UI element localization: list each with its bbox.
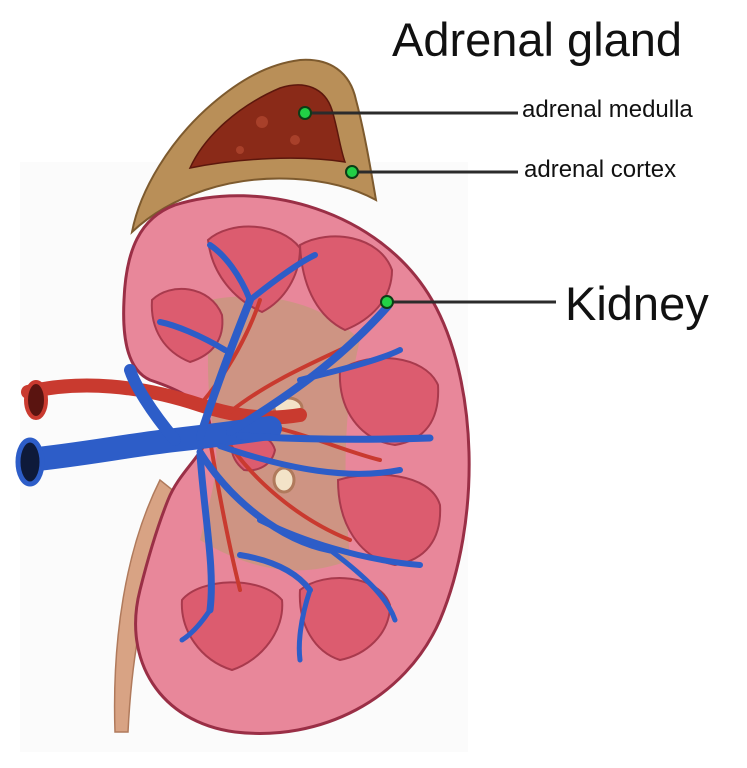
cortex-marker-dot bbox=[345, 165, 359, 179]
kidney-label: Kidney bbox=[565, 277, 709, 330]
pyramid bbox=[180, 581, 284, 672]
pyramid bbox=[298, 577, 392, 662]
pyramid bbox=[336, 473, 442, 567]
adrenal-medulla-tissue bbox=[188, 84, 347, 170]
vein-opening bbox=[15, 437, 45, 487]
kidney-marker-dot bbox=[380, 295, 394, 309]
adrenal-medulla-label: adrenal medulla bbox=[522, 96, 693, 123]
medulla-texture bbox=[256, 116, 268, 128]
adrenal-gland-title: Adrenal gland bbox=[392, 13, 683, 66]
medulla-marker-dot bbox=[298, 106, 312, 120]
artery-opening bbox=[24, 380, 48, 420]
pyramid bbox=[206, 225, 302, 314]
adrenal-gland bbox=[130, 58, 378, 235]
adrenal-cortex-label: adrenal cortex bbox=[524, 156, 677, 183]
pyramid bbox=[298, 235, 394, 332]
medulla-texture bbox=[236, 146, 244, 154]
pyramid bbox=[338, 357, 440, 447]
renal-papilla bbox=[272, 466, 296, 494]
medulla-texture bbox=[290, 135, 300, 145]
renal-veins bbox=[16, 242, 434, 663]
